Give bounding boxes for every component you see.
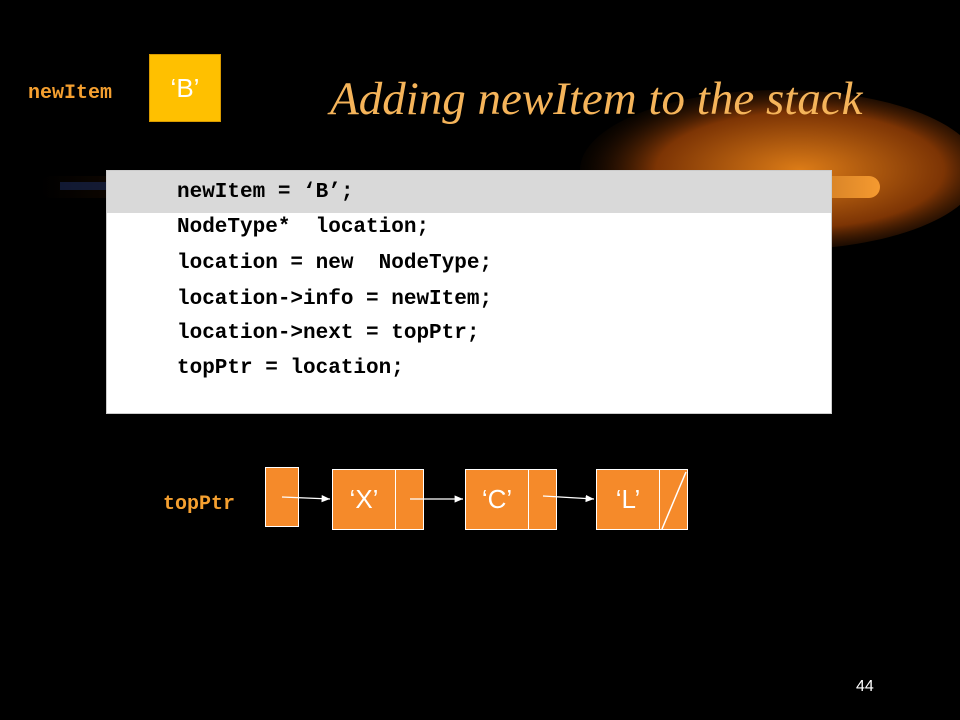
top-ptr-box: [265, 467, 299, 527]
code-line: NodeType* location;: [177, 216, 430, 239]
stack-node: ‘C’: [465, 469, 557, 530]
code-line: location = new NodeType;: [177, 252, 493, 275]
code-line: location->info = newItem;: [177, 288, 493, 311]
node-info: ‘C’: [465, 469, 529, 530]
stack-node: ‘X’: [332, 469, 424, 530]
code-line: topPtr = location;: [177, 357, 404, 380]
node-info: ‘L’: [596, 469, 660, 530]
top-ptr-label: topPtr: [163, 493, 236, 516]
node-info: ‘X’: [332, 469, 396, 530]
null-slash-icon: [661, 471, 687, 530]
node-next: [396, 469, 424, 530]
node-next-null: [660, 469, 688, 530]
code-block: newItem = ‘B’; NodeType* location; locat…: [106, 170, 832, 414]
code-line: location->next = topPtr;: [177, 322, 480, 345]
stack-node: ‘L’: [596, 469, 688, 530]
new-item-label: newItem: [28, 82, 113, 105]
code-line: newItem = ‘B’;: [177, 181, 354, 204]
code-line-highlight: [107, 171, 831, 213]
slide-number: 44: [856, 678, 874, 695]
new-item-value-box: ‘B’: [149, 54, 221, 122]
node-next: [529, 469, 557, 530]
slide-title: Adding newItem to the stack: [330, 73, 863, 125]
